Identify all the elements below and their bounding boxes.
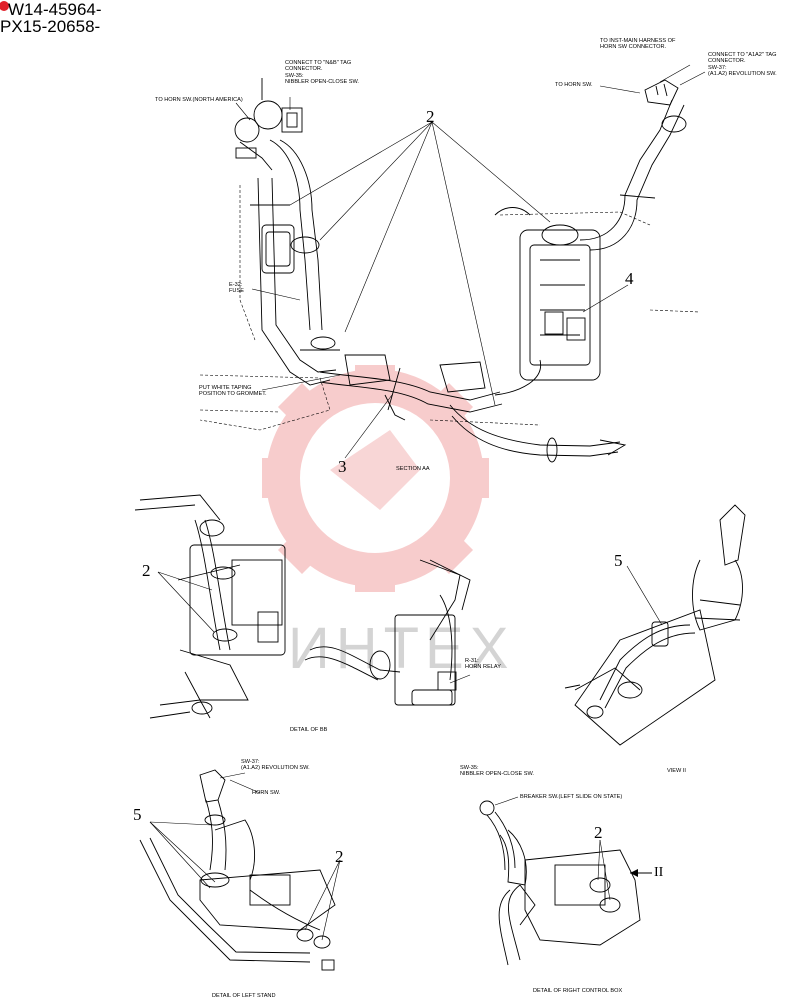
callout-5-view-ii: 5 <box>614 551 623 570</box>
callout-3: 3 <box>338 457 347 476</box>
label-r31-horn-relay: R-31: HORN RELAY <box>465 658 501 671</box>
label-connect-nb: CONNECT TO "N&B" TAG CONNECTOR. SW-35: N… <box>285 60 359 86</box>
label-connect-a1a2: CONNECT TO "A1A2" TAG CONNECTOR. SW-37: … <box>708 52 777 78</box>
label-horn-sw-north-america: TO HORN SW.(NORTH AMERICA) <box>155 97 243 103</box>
label-detail-bb: DETAIL OF BB <box>290 727 328 733</box>
label-detail-right-control-box: DETAIL OF RIGHT CONTROL BOX <box>533 988 623 994</box>
callout-2-right-box: 2 <box>594 823 603 842</box>
label-detail-left-stand: DETAIL OF LEFT STAND <box>212 993 276 999</box>
label-sw35: SW-35: NIBBLER OPEN-CLOSE SW. <box>460 765 534 778</box>
callout-2-top: 2 <box>426 107 435 126</box>
callout-5-left-stand: 5 <box>133 805 142 824</box>
arrow-ii-label: II <box>654 865 664 880</box>
label-breaker-sw: BREAKER SW.(LEFT SLIDE ON STATE) <box>520 794 623 800</box>
header-code-line1: W14-45964- <box>8 0 102 19</box>
label-sw37: SW-37: (A1.A2) REVOLUTION SW. <box>241 759 310 772</box>
watermark-text: ИНТЕХ <box>288 616 514 681</box>
watermark-gear-logo <box>262 365 489 592</box>
callout-2-left-stand: 2 <box>335 847 344 866</box>
label-e32-fuse: E-32: FUSE <box>229 282 244 295</box>
label-horn-sw: HORN SW. <box>252 790 281 796</box>
label-white-taping: PUT WHITE TAPING POSITION TO GROMMET. <box>199 385 267 398</box>
callout-2-detail-bb: 2 <box>142 561 151 580</box>
label-horn-sw-top: TO HORN SW. <box>555 82 593 88</box>
label-inst-main-harness: TO INST-MAIN HARNESS OF HORN SW CONNECTO… <box>600 38 676 51</box>
label-view-ii: VIEW II <box>667 768 686 774</box>
label-section-aa: SECTION AA <box>396 466 430 472</box>
header-code-line2: PX15-20658- <box>0 17 101 36</box>
header-red-mark-icon <box>0 1 9 11</box>
callout-4: 4 <box>625 269 634 288</box>
